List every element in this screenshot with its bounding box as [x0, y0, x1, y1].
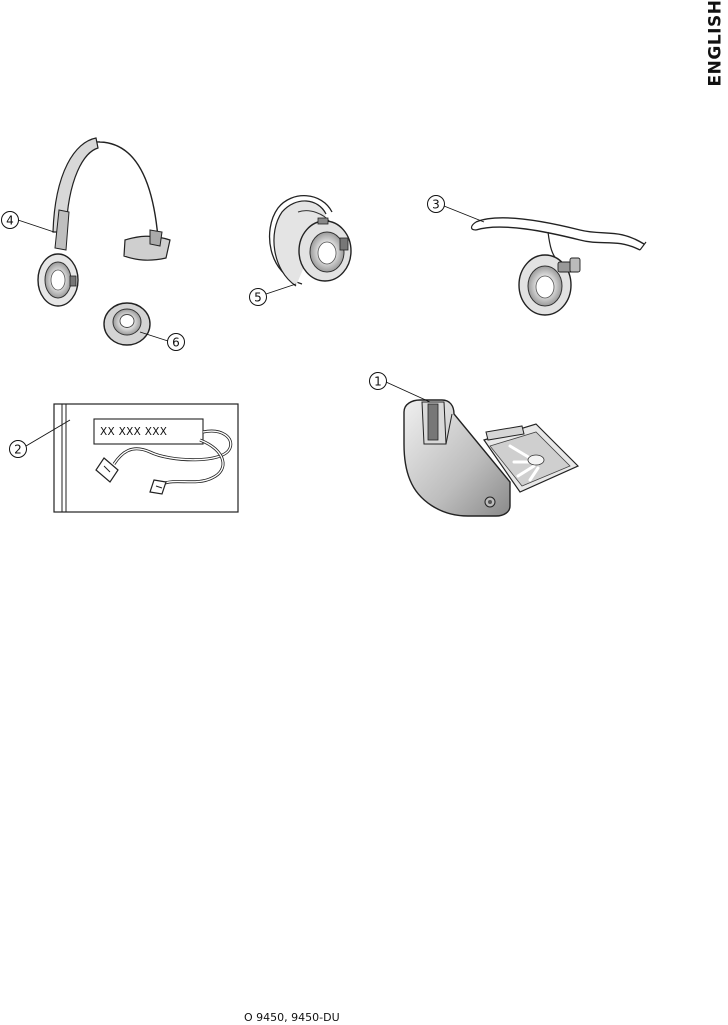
callout-4-label: 4 — [6, 214, 14, 228]
callout-5-label: 5 — [254, 291, 262, 305]
callout-6-label: 6 — [172, 336, 180, 350]
cable-pack-label: XX XXX XXX — [100, 426, 167, 438]
headband-headset — [38, 138, 170, 306]
charging-base — [404, 400, 578, 516]
neckband-headset — [472, 218, 647, 315]
callout-3: 3 — [428, 196, 485, 223]
callout-1-label: 1 — [374, 375, 382, 389]
callout-2-label: 2 — [14, 443, 22, 457]
callout-4: 4 — [2, 212, 55, 233]
cable-pack: XX XXX XXX — [54, 404, 238, 512]
earhook-headset — [270, 196, 351, 286]
ear-cushion — [104, 303, 150, 345]
callout-5: 5 — [250, 284, 297, 306]
callout-1: 1 — [370, 373, 431, 403]
footer-model-text: O 9450, 9450-DU — [244, 1011, 340, 1024]
callout-3-label: 3 — [432, 198, 440, 212]
